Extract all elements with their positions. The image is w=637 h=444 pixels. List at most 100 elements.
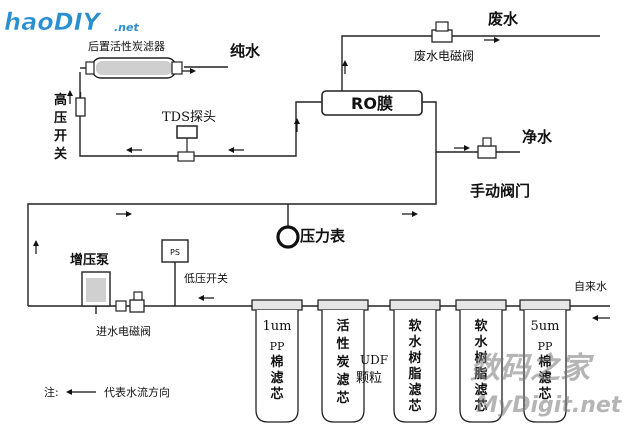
filter-text: 炭 <box>336 354 349 370</box>
arrow-left-icon <box>126 147 132 153</box>
feed-to-ro-pipe <box>288 152 437 205</box>
svg-text:UDF: UDF <box>360 353 388 367</box>
booster-pump <box>81 271 111 314</box>
ro-to-clean-pipe <box>422 101 478 153</box>
filter-micron-label: 1um <box>263 319 292 334</box>
arrow-left-icon <box>198 295 204 301</box>
filter-head <box>455 299 507 311</box>
waste-valve-label: 废水电磁阀 <box>414 48 474 63</box>
svg-text:压: 压 <box>54 111 67 126</box>
watermark-top-text: haoDIY <box>4 8 103 36</box>
watermark-bottom-en: MyDigit.net <box>476 393 623 418</box>
filter-head <box>389 299 441 311</box>
ro-to-tds-pipe <box>192 101 322 157</box>
clean-water-label: 净水 <box>522 128 553 146</box>
manual-valve-label: 手动阀门 <box>470 182 530 200</box>
arrow-left-icon <box>592 315 598 321</box>
arrow-right-icon <box>494 37 500 43</box>
legend-text: 代表水流方向 <box>104 385 170 399</box>
high-pressure-switch <box>75 92 86 117</box>
waste-pipe <box>341 35 432 95</box>
filter-text: 滤 <box>270 370 283 386</box>
filter-text: 芯 <box>538 386 551 402</box>
arrow-up-icon <box>294 118 300 124</box>
pressure-gauge-label: 压力表 <box>300 227 346 245</box>
legend-prefix: 注: <box>44 385 59 399</box>
arrow-right-icon <box>464 145 470 151</box>
flow-arrows <box>33 37 610 395</box>
arrow-up-icon <box>67 90 73 96</box>
manual-valve <box>477 137 497 159</box>
arrow-left-icon <box>228 147 234 153</box>
gauge-line-pipe <box>27 203 288 306</box>
tds-probe <box>176 125 198 162</box>
filter-text: 滤 <box>474 382 487 398</box>
filter-text: 芯 <box>408 398 421 414</box>
filter-text: 芯 <box>474 398 487 414</box>
filter-body <box>255 310 299 423</box>
haodiy-watermark: haoDIY .net <box>4 8 140 37</box>
arrow-up-icon <box>33 240 39 246</box>
inlet-solenoid-valve <box>115 291 145 313</box>
filter-text: 滤 <box>408 382 421 398</box>
filter-head <box>519 299 571 311</box>
booster-pump-label: 增压泵 <box>70 252 109 268</box>
svg-text:颗粒: 颗粒 <box>356 371 382 386</box>
watermark-bottom-cn: 数码之家 <box>470 351 594 386</box>
filter-text: 滤 <box>538 370 551 386</box>
filter-head <box>251 299 303 311</box>
filter-text: 树 <box>474 350 487 366</box>
ps-switch: PS <box>161 239 189 263</box>
post-carbon-filter-label: 后置活性炭滤器 <box>88 39 165 53</box>
arrow-up-icon <box>342 60 348 66</box>
svg-text:关: 关 <box>54 146 67 162</box>
watermark-top-suffix: .net <box>114 21 139 34</box>
filter-body <box>321 310 365 423</box>
arrow-right-icon <box>126 211 132 217</box>
filter-text: 棉 <box>270 354 283 370</box>
filter-text: 水 <box>408 334 422 350</box>
ro-membrane: RO膜 <box>321 90 423 116</box>
filter-body <box>459 310 503 423</box>
filter-text: 脂 <box>407 366 421 382</box>
udf-label: UDF 颗粒 <box>356 353 388 386</box>
tap-water-label: 自来水 <box>574 280 607 293</box>
filter-text: 树 <box>408 350 421 366</box>
filter-micron-label: 5um <box>531 319 560 334</box>
filter-text: 水 <box>474 334 488 350</box>
filter-text: 软 <box>408 318 421 334</box>
filter-text: 软 <box>474 318 487 334</box>
filter-text: PP <box>270 340 285 353</box>
post-carbon-filter <box>85 57 183 79</box>
arrow-right-icon <box>190 68 196 74</box>
filter-head <box>317 299 369 311</box>
tds-probe-label: TDS探头 <box>162 110 216 125</box>
waste-solenoid-valve <box>431 21 453 43</box>
pressure-gauge <box>276 225 300 249</box>
waste-water-label: 废水 <box>488 10 519 28</box>
mydigit-watermark: 数码之家 MyDigit.net <box>470 351 623 418</box>
pure-water-label: 纯水 <box>230 42 261 60</box>
svg-text:开: 开 <box>54 129 67 144</box>
high-pressure-switch-label: 高 压 开 关 <box>54 92 67 162</box>
filter-text: 棉 <box>538 354 551 370</box>
inlet-valve-label: 进水电磁阀 <box>96 324 151 338</box>
filter-text: 芯 <box>336 390 349 406</box>
arrow-left-icon <box>66 389 72 395</box>
filter-text: 活 <box>336 318 349 334</box>
ps-label: PS <box>170 248 180 257</box>
filter-text: 性 <box>336 336 349 352</box>
filter-text: 脂 <box>473 366 487 382</box>
filter-text: PP <box>538 340 553 353</box>
labels: 后置活性炭滤器 纯水 废水 废水电磁阀 净水 手动阀门 TDS探头 压力表 增压… <box>44 10 607 399</box>
ro-membrane-label: RO膜 <box>351 94 393 113</box>
filter-text: 芯 <box>270 386 283 402</box>
arrow-right-icon <box>412 211 418 217</box>
svg-text:高: 高 <box>54 92 67 108</box>
